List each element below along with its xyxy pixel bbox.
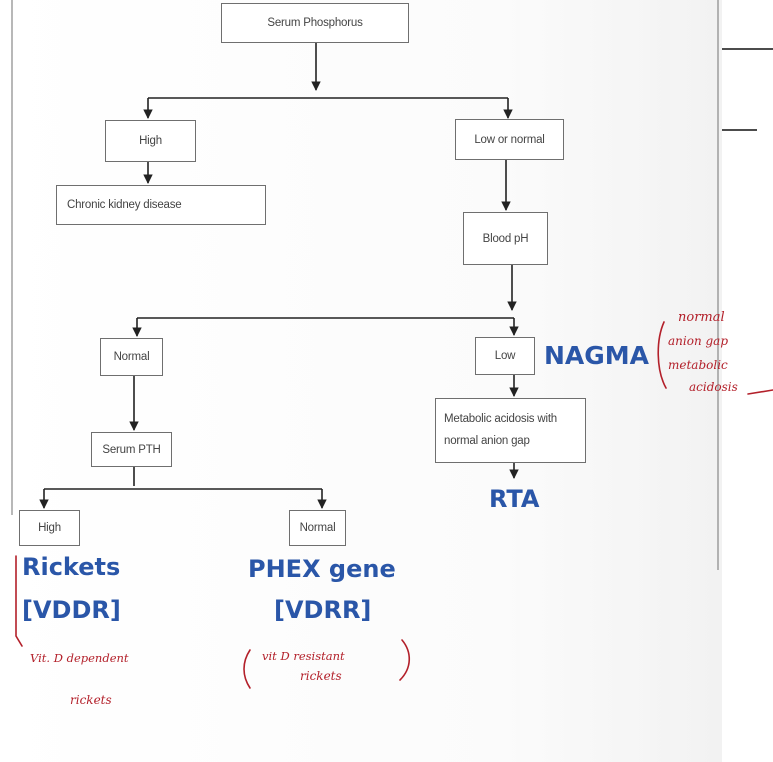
note-vddr-line1: Vit. D dependent [30,651,129,665]
nagma-paren-left [657,321,667,389]
note-vdrr-line2: rickets [300,669,342,683]
node-serum-phosphorus: Serum Phosphorus [221,3,409,43]
node-metabolic-acidosis: Metabolic acidosis with normal anion gap [435,398,586,463]
note-nagma-line3: metabolic [668,358,728,372]
label-nagma: NAGMA [544,341,650,370]
node-normal: Normal [100,338,163,376]
node-pth-normal: Normal [289,510,346,546]
note-nagma-line1: normal [678,310,725,325]
nagma-arrow-stub [747,389,773,395]
note-nagma-line2: anion gap [668,334,729,348]
node-serum-pth: Serum PTH [91,432,172,467]
label-rickets: Rickets [22,553,121,581]
node-blood-ph: Blood pH [463,212,548,265]
vddr-bracket [15,555,23,647]
vdrr-paren-right [399,639,411,681]
label-phex-gene: PHEX gene [248,555,396,583]
node-chronic-kidney-disease: Chronic kidney disease [56,185,266,225]
node-low: Low [475,337,535,375]
note-nagma-line4: acidosis [689,380,738,394]
note-vdrr-line1: vit D resistant [262,649,345,663]
right-margin [722,0,773,762]
label-vdrr: [VDRR] [274,596,372,624]
note-vddr-line2: rickets [70,693,112,707]
label-rta: RTA [489,485,540,513]
node-low-or-normal: Low or normal [455,119,564,160]
node-high: High [105,120,196,162]
vdrr-paren-left [243,649,251,689]
node-pth-high: High [19,510,80,546]
label-vddr: [VDDR] [22,596,121,624]
